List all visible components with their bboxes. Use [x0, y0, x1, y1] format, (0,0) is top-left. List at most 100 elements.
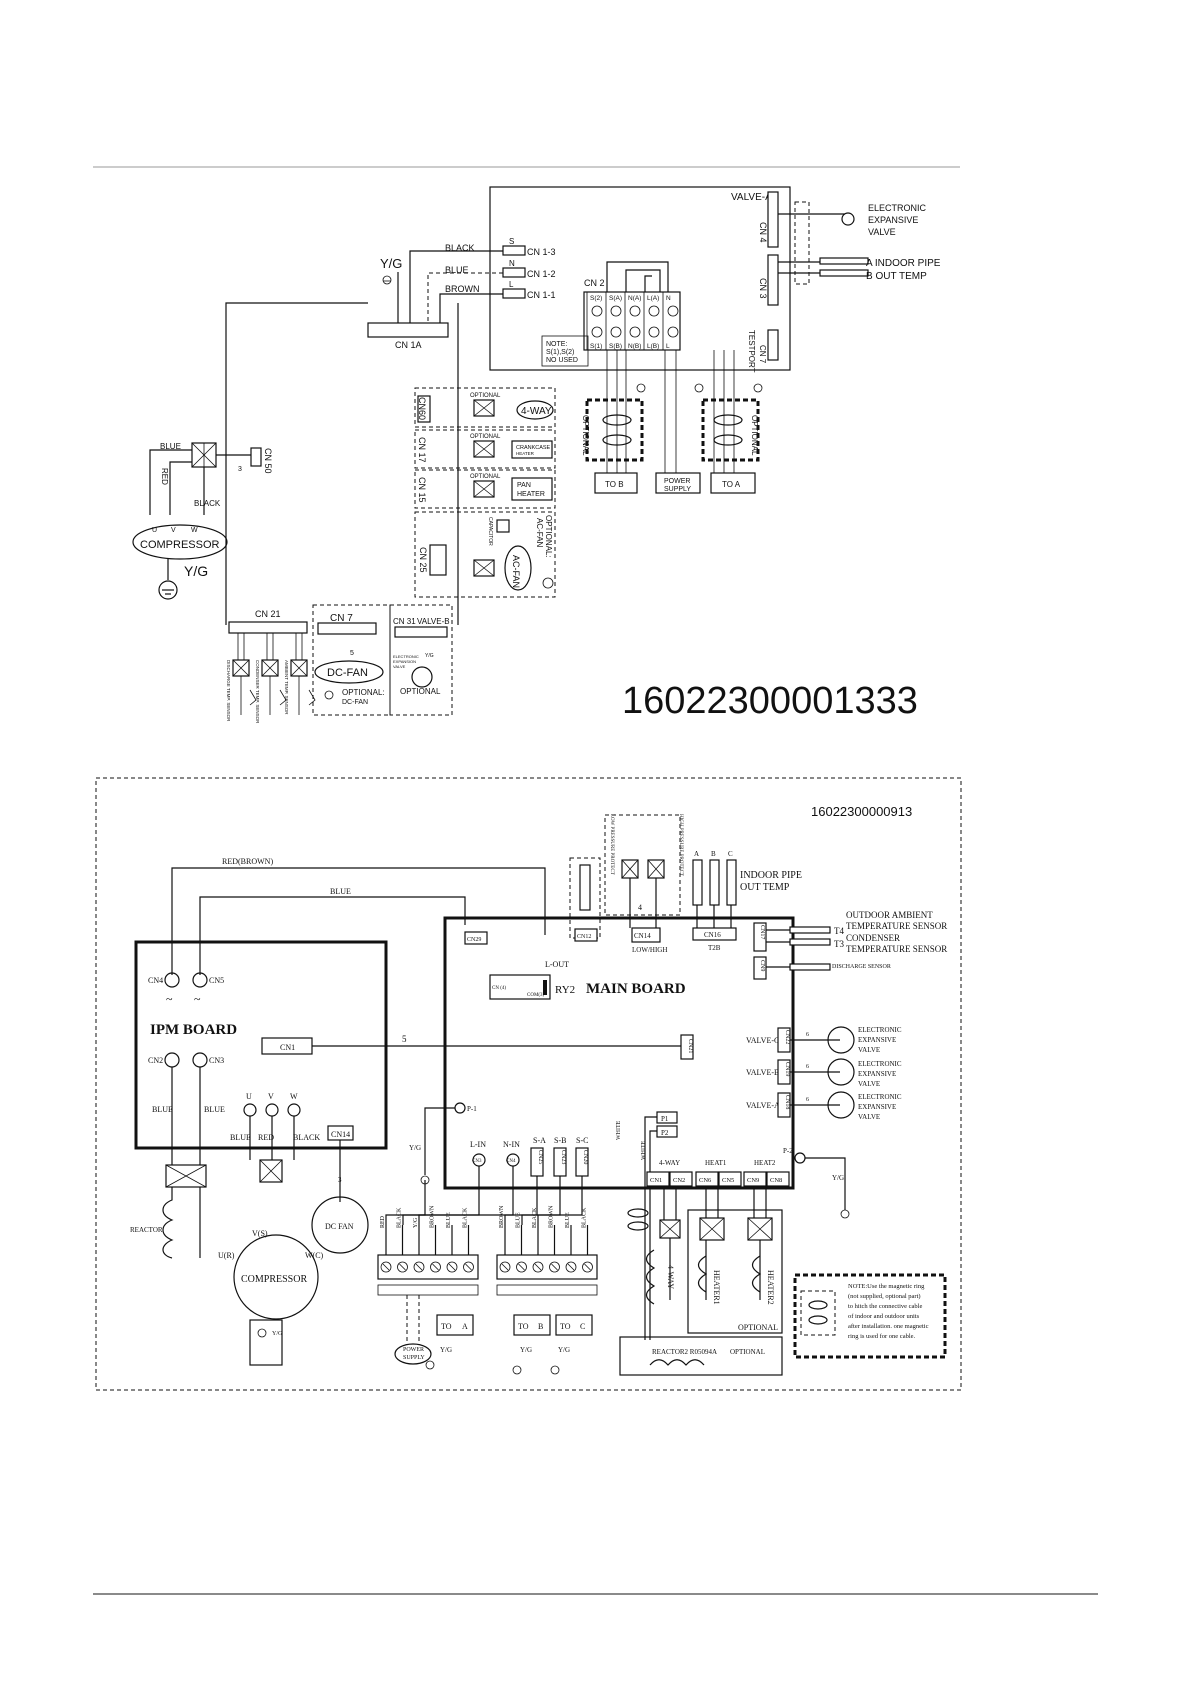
d1-cn21-label: CN 21	[255, 609, 281, 619]
terminal-wire-label: BLACK	[463, 1207, 469, 1228]
terminal-wire-label: BROWN	[430, 1205, 436, 1228]
d1-cn17-label: CN 17	[417, 437, 427, 463]
d2-ipm-cn4: CN4	[148, 976, 163, 985]
d1-to-a-box	[710, 472, 756, 494]
d2-condenser-2: TEMPERATURE SENSOR	[846, 944, 947, 954]
d2-dcfan	[311, 1196, 369, 1254]
d2-right-cn-label: CN1	[650, 1177, 662, 1184]
d2-cn12-block	[574, 928, 598, 942]
d2-num3: 3	[338, 1176, 342, 1184]
d2-n-in: N-IN	[503, 1140, 520, 1149]
d1-cn4-label: CN 4	[758, 222, 768, 243]
d2-ipm-blue-2: BLUE	[204, 1105, 225, 1114]
terminal-wire-label: BLACK	[532, 1207, 538, 1228]
d1-cn7-block	[767, 329, 779, 361]
d1-optional-valve-b: OPTIONAL	[400, 687, 441, 696]
d1-sensor-ambient: AMBIENT TEMP. SENSOR	[284, 660, 289, 715]
d2-eev-c-3: VALVE	[858, 1046, 880, 1054]
d1-optional-acfan-2: AC-FAN	[535, 518, 544, 548]
d1-sensor-condenser: CONDENSER TEMP. SENSOR	[255, 660, 260, 724]
d2-reactor-label: REACTOR	[130, 1226, 163, 1234]
d2-comp-yg: Y/G	[272, 1331, 283, 1337]
terminal-screw	[582, 1261, 593, 1273]
d1-dcfan-motor	[314, 660, 384, 684]
d2-t4: T4	[834, 926, 844, 936]
d1-cn25-block	[429, 544, 447, 576]
d2-to-b-2: B	[538, 1322, 543, 1331]
svg-text:6: 6	[806, 1032, 809, 1038]
d2-cn14: CN14	[634, 932, 651, 940]
d2-heat2: HEAT2	[754, 1159, 776, 1167]
d1-4way-coil	[516, 400, 554, 420]
d2-right-cn-block	[646, 1171, 670, 1187]
d1-cn2-bottom-label: S(1)	[590, 343, 602, 350]
d1-optional-dcfan-1: OPTIONAL:	[342, 688, 385, 697]
d1-cn31-label: CN 31	[393, 617, 416, 626]
d2-to-c-box	[555, 1314, 593, 1336]
d2-cn29: CN29	[467, 937, 481, 943]
terminal-screw	[397, 1261, 408, 1273]
d2-eev-a-2: EXPANSIVE	[858, 1103, 896, 1111]
d2-right-terminal	[496, 1254, 598, 1280]
d2-s-a: S-A	[533, 1136, 546, 1145]
terminal-screw	[516, 1261, 527, 1273]
d1-optional-dcfan-2: DC-FAN	[342, 699, 368, 706]
d1-capacitor-label: CAPACITOR	[487, 517, 493, 546]
d1-eev-line1: ELECTRONIC	[868, 203, 927, 213]
d2-optional-box	[687, 1209, 783, 1334]
d1-wire-red: RED	[160, 468, 169, 485]
d2-4way-coil-label: 4-WAY	[666, 1265, 675, 1289]
terminal-wire-label: BLUE	[446, 1212, 452, 1228]
d2-to-a-box	[436, 1314, 474, 1336]
d1-optional-left: OPTIONAL	[581, 415, 590, 456]
d2-eev-group: 666	[790, 1026, 855, 1119]
d2-ipm-w: W	[290, 1092, 298, 1101]
d2-reactor2-coil	[649, 1359, 705, 1366]
d1-4way-label: 4-WAY	[521, 406, 552, 417]
d2-c: C	[728, 850, 733, 858]
d2-p2-yg: Y/G	[832, 1174, 844, 1182]
d2-cn17: CN17	[759, 925, 765, 939]
d2-num4: 4	[638, 903, 642, 912]
d2-main-board	[443, 916, 795, 1190]
d1-note-box	[541, 335, 589, 367]
svg-text:6: 6	[806, 1097, 809, 1103]
d2-indoor-pipe-1: INDOOR PIPE	[740, 870, 802, 881]
d1-cn2-block	[583, 291, 681, 351]
d1-eev-small-3: VALVE	[393, 664, 406, 669]
d1-valve-yg: Y/G	[425, 653, 434, 659]
d2-right-cn-label: CN2	[673, 1177, 685, 1184]
d2-reactor2: REACTOR2 R05094A	[652, 1348, 717, 1356]
d2-ipm-u: U	[246, 1092, 252, 1101]
d1-cn13-block	[502, 245, 526, 256]
d1-optional-cn15: OPTIONAL	[470, 474, 501, 480]
d2-note-6: ring is used for one cable.	[848, 1333, 916, 1340]
d2-t2b: T2B	[708, 944, 721, 952]
d1-loop-wire	[225, 302, 459, 625]
d1-dcfan-ground	[324, 690, 334, 700]
d1-eev-small-2: EXPANSION	[393, 659, 416, 664]
d2-to-c-1: TO	[560, 1322, 571, 1331]
d2-p2-box-label: P2	[661, 1129, 669, 1137]
d2-note-ring-icon	[808, 1300, 828, 1310]
d1-cn2-screw	[629, 305, 641, 317]
d1-term-s: S	[509, 237, 514, 246]
d2-right-cn-block	[695, 1171, 719, 1187]
d2-to-b-1: TO	[518, 1322, 529, 1331]
d1-acfan-ground	[542, 577, 554, 589]
d2-heater1-coil	[697, 1255, 708, 1293]
d1-eev-small-1: ELECTRONIC	[393, 654, 419, 659]
d2-relay-com: COM(3)	[527, 993, 545, 998]
d1-pan-heater-1: PAN	[517, 482, 531, 489]
d2-note-4: of indoor and outdoor units	[848, 1313, 920, 1320]
d2-cn20: CN20	[582, 1150, 588, 1164]
d2-right-cn-block	[718, 1171, 742, 1187]
terminal-screw	[463, 1261, 474, 1273]
terminal-screw	[413, 1261, 425, 1273]
d1-cn2-screw	[591, 305, 603, 317]
d2-outdoor-ambient-1: OUTDOOR AMBIENT	[846, 910, 933, 920]
d2-l-out: L-OUT	[545, 960, 569, 969]
d1-cn31-block	[394, 626, 448, 638]
